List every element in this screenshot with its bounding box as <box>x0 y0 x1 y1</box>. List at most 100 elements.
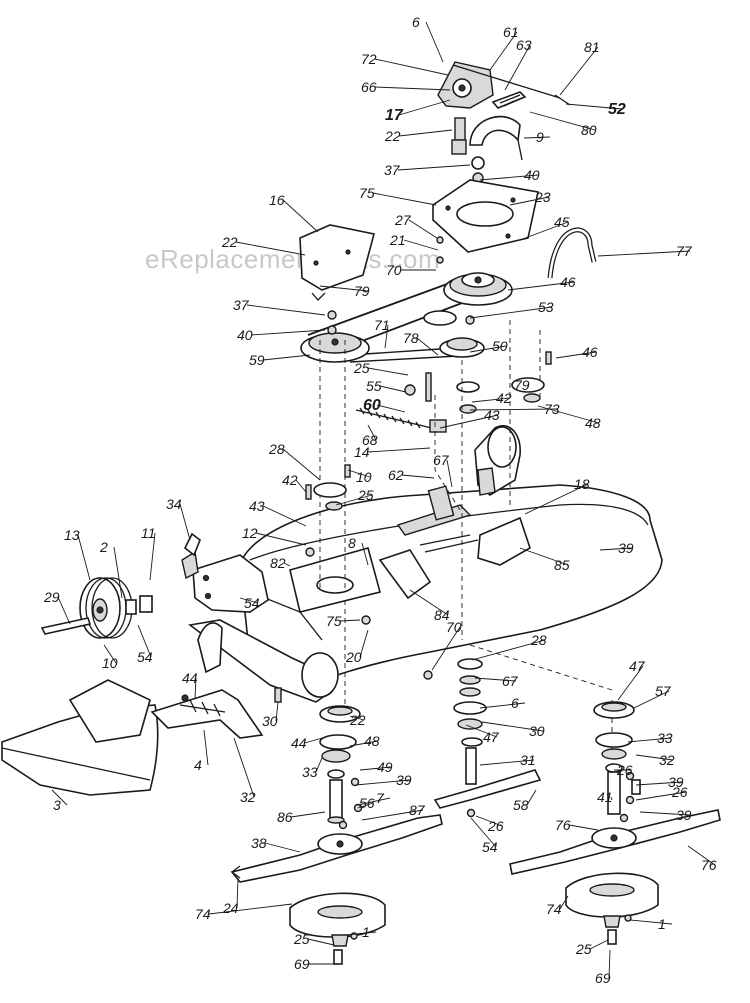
callout: 68 <box>362 424 378 448</box>
callout: 13 <box>64 527 91 581</box>
callout-number: 25 <box>357 487 374 503</box>
callout: 57 <box>633 683 672 709</box>
callout-leader-line <box>359 766 392 771</box>
callout: 28 <box>268 441 321 481</box>
callout-number: 10 <box>356 469 372 485</box>
discharge-chute <box>1 679 159 796</box>
callout-leader-line <box>474 677 517 682</box>
callout-leader-line <box>347 469 371 478</box>
callout-leader-line <box>398 99 451 116</box>
callout: 38 <box>251 835 301 853</box>
callout-number: 10 <box>102 655 118 671</box>
callout-leader-line <box>339 619 361 622</box>
callout-number: 48 <box>364 733 380 749</box>
callout: 32 <box>233 737 256 805</box>
callout-number: 32 <box>659 752 675 768</box>
callout-number: 44 <box>182 670 198 686</box>
callout: 48 <box>349 733 380 749</box>
callout-leader-line <box>113 546 123 599</box>
callout-leader-line <box>507 281 575 291</box>
hardware-bolts <box>183 236 552 703</box>
callout-number: 67 <box>502 673 519 689</box>
callout: 85 <box>519 547 570 573</box>
callout-leader-line <box>275 701 279 722</box>
callout: 54 <box>239 595 260 611</box>
callout: 41 <box>597 789 613 805</box>
callout-number: 70 <box>446 619 462 635</box>
callout-number: 1 <box>658 916 666 932</box>
callout-number: 47 <box>483 729 500 745</box>
callout-number: 25 <box>353 360 370 376</box>
deck-wheel <box>40 577 153 639</box>
callout: 29 <box>43 589 71 625</box>
deck-center-bracket <box>289 485 531 613</box>
callout: 21 <box>389 232 439 251</box>
idler-spring <box>355 407 441 431</box>
callout: 11 <box>141 525 156 581</box>
callout-leader-line <box>401 474 435 479</box>
callout-number: 84 <box>434 607 450 623</box>
callout-number: 55 <box>366 378 382 394</box>
callout-number: 69 <box>595 970 611 986</box>
callout-leader-line <box>233 737 255 798</box>
callout: 82 <box>270 555 291 571</box>
mower-deck-shell <box>188 484 663 703</box>
callout: 42 <box>471 390 512 406</box>
callout-number: 33 <box>657 730 673 746</box>
callout-number: 76 <box>555 817 571 833</box>
callout: 47 <box>465 724 500 745</box>
left-pulley <box>300 332 370 363</box>
callout: 76 <box>555 817 599 833</box>
callout-leader-line <box>315 757 323 773</box>
callout: 39 <box>635 774 684 790</box>
callout: 46 <box>555 344 598 360</box>
callout-leader-line <box>529 111 596 131</box>
callout-leader-line <box>519 547 569 566</box>
left-blade-adapter <box>289 892 386 965</box>
callout-number: 86 <box>277 809 293 825</box>
callout-number: 77 <box>676 243 693 259</box>
callout-leader-line <box>367 424 377 441</box>
callout-number: 11 <box>141 525 156 541</box>
callout-leader-line <box>469 408 559 411</box>
callout-number: 39 <box>668 774 684 790</box>
callout-number: 22 <box>221 234 238 250</box>
callout: 16 <box>269 192 319 233</box>
callout-number: 6 <box>412 14 420 30</box>
callout-leader-line <box>250 329 326 336</box>
callout-number: 42 <box>282 472 298 488</box>
callout-leader-line <box>361 809 424 821</box>
callout-number: 39 <box>396 772 412 788</box>
callout: 34 <box>166 496 191 541</box>
left-blade <box>230 814 443 883</box>
callout-leader-line <box>504 44 531 91</box>
watermark: eReplacementParts.com <box>145 244 440 274</box>
callout-number: 25 <box>293 931 310 947</box>
callout: 10 <box>102 644 118 671</box>
callout: 25 <box>575 939 609 957</box>
callout-leader-line <box>633 690 670 709</box>
callout-leader-line <box>179 503 191 541</box>
callout: 78 <box>403 330 439 356</box>
callout: 37 <box>384 162 471 178</box>
callout: 67 <box>474 673 519 689</box>
callout-leader-line <box>559 895 569 910</box>
callout-number: 21 <box>389 232 406 248</box>
callout-leader-line <box>599 547 633 551</box>
center-pulley <box>443 272 513 306</box>
callout-number: 72 <box>361 51 377 67</box>
callout: 60 <box>363 397 406 414</box>
callout-number: 1 <box>362 924 370 940</box>
callout-number: 13 <box>64 527 80 543</box>
callout-leader-line <box>137 624 152 658</box>
callout-leader-line <box>103 644 117 664</box>
callout-number: 14 <box>354 444 370 460</box>
callout-number: 48 <box>585 415 601 431</box>
callout-number: 4 <box>194 757 202 773</box>
callout: 31 <box>479 752 536 768</box>
gauge-wheel-bracket <box>474 425 521 496</box>
callout-leader-line <box>439 414 499 429</box>
callout: 44 <box>291 735 323 751</box>
callout-number: 16 <box>269 192 285 208</box>
callout: 75 <box>326 613 361 629</box>
